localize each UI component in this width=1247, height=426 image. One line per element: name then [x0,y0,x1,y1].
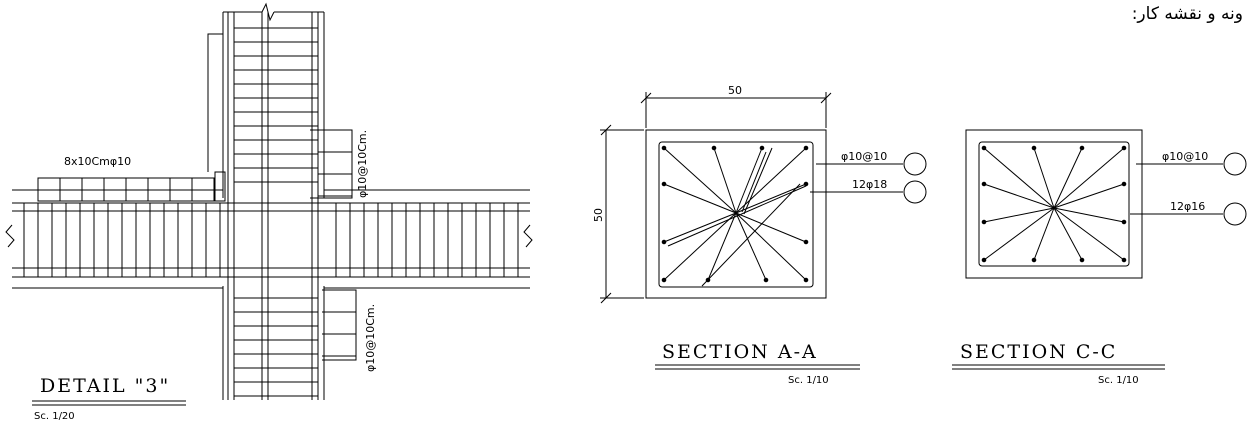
detail-3: 8x10Cmφ10 φ10@10Cm. φ10@10Cm. DETAIL "3"… [5,2,533,422]
crosstie [741,151,767,213]
crosstie [707,212,737,281]
crosstie [735,183,807,214]
crosstie [1053,207,1125,261]
tie-schedule-upper [310,129,353,199]
rebar-dot [1121,181,1127,187]
callout-bubble [903,152,927,176]
rebar-dot [803,239,809,245]
crosstie [1033,207,1055,261]
crosstie [1053,207,1083,261]
section-a-bars [661,145,809,287]
page-heading: ونه و نقشه کار: [1131,4,1243,24]
crosstie [1033,147,1055,209]
crosstie [1053,147,1083,209]
rebar-dot [661,239,667,245]
rebar-dot [981,219,987,225]
bar-callout: 12φ16 [1170,200,1205,213]
section-a-a: 50 50 φ10@10 12φ18 SECTION A-A Sc. 1/10 [592,84,927,386]
rebar-dot [981,181,987,187]
bar-callout: 12φ18 [852,178,887,191]
crosstie [1053,147,1125,209]
crosstie [735,212,807,281]
column-rebars [227,12,319,400]
rebar-dot [981,257,987,263]
crosstie [701,183,801,287]
section-title: SECTION A-A [662,341,818,363]
callout-bubble [1223,152,1247,176]
rebar-dot [1121,257,1127,263]
rebar-dot [803,181,809,187]
tie-outline [978,141,1130,267]
rebar-dot [711,145,717,151]
rebar-dot [661,145,667,151]
crosstie [735,212,767,281]
rebar-dot [1121,219,1127,225]
rebar-dot [1079,145,1085,151]
dim-height-label: 50 [592,208,605,222]
crosstie [1053,183,1125,209]
tie-label-lower: φ10@10Cm. [364,304,377,372]
section-scale: Sc. 1/10 [788,375,829,386]
crosstie [663,147,737,214]
rebar-dot [661,277,667,283]
section-outline [645,129,827,299]
callout-bubble [903,180,927,204]
tie-schedule-lower [322,289,357,361]
rebar-dot [763,277,769,283]
crosstie [667,185,807,247]
detail-scale: Sc. 1/20 [34,411,75,422]
crosstie [983,183,1055,209]
section-c-c: φ10@10 12φ16 SECTION C-C Sc. 1/10 [952,129,1247,386]
rebar-dot [1121,145,1127,151]
rebar-dot [661,181,667,187]
detail-title: DETAIL "3" [40,375,170,397]
tie-callout: φ10@10 [841,150,887,163]
crosstie [713,147,737,214]
rebar-dot [803,277,809,283]
rebar-dot [981,145,987,151]
callout-bubble [1223,202,1247,226]
rebar-dot [1031,257,1037,263]
tie-outline [658,141,814,288]
crosstie [663,183,737,214]
crosstie [743,147,773,215]
beam-stirrups [23,203,519,277]
crosstie [735,212,807,243]
crosstie [663,212,737,281]
crosstie [1053,207,1125,223]
stirrup-label: 8x10Cmφ10 [64,155,131,168]
rebar-dot [1031,145,1037,151]
crosstie [983,207,1055,261]
tie-callout: φ10@10 [1162,150,1208,163]
crosstie [983,207,1055,223]
tie-label-upper: φ10@10Cm. [356,130,369,198]
crosstie [663,212,737,243]
rebar-dot [759,145,765,151]
rebar-dot [803,145,809,151]
crosstie [983,147,1055,209]
section-scale: Sc. 1/10 [1098,375,1139,386]
dim-width-label: 50 [728,84,742,97]
section-title: SECTION C-C [960,341,1117,363]
column-ties [234,27,318,397]
rebar-dot [1079,257,1085,263]
crosstie [735,147,763,214]
break-mark [5,224,15,248]
crosstie [735,147,807,214]
section-outline [965,129,1143,279]
break-mark [523,224,533,248]
section-c-bars [981,145,1127,263]
stirrup-schedule [37,33,226,202]
